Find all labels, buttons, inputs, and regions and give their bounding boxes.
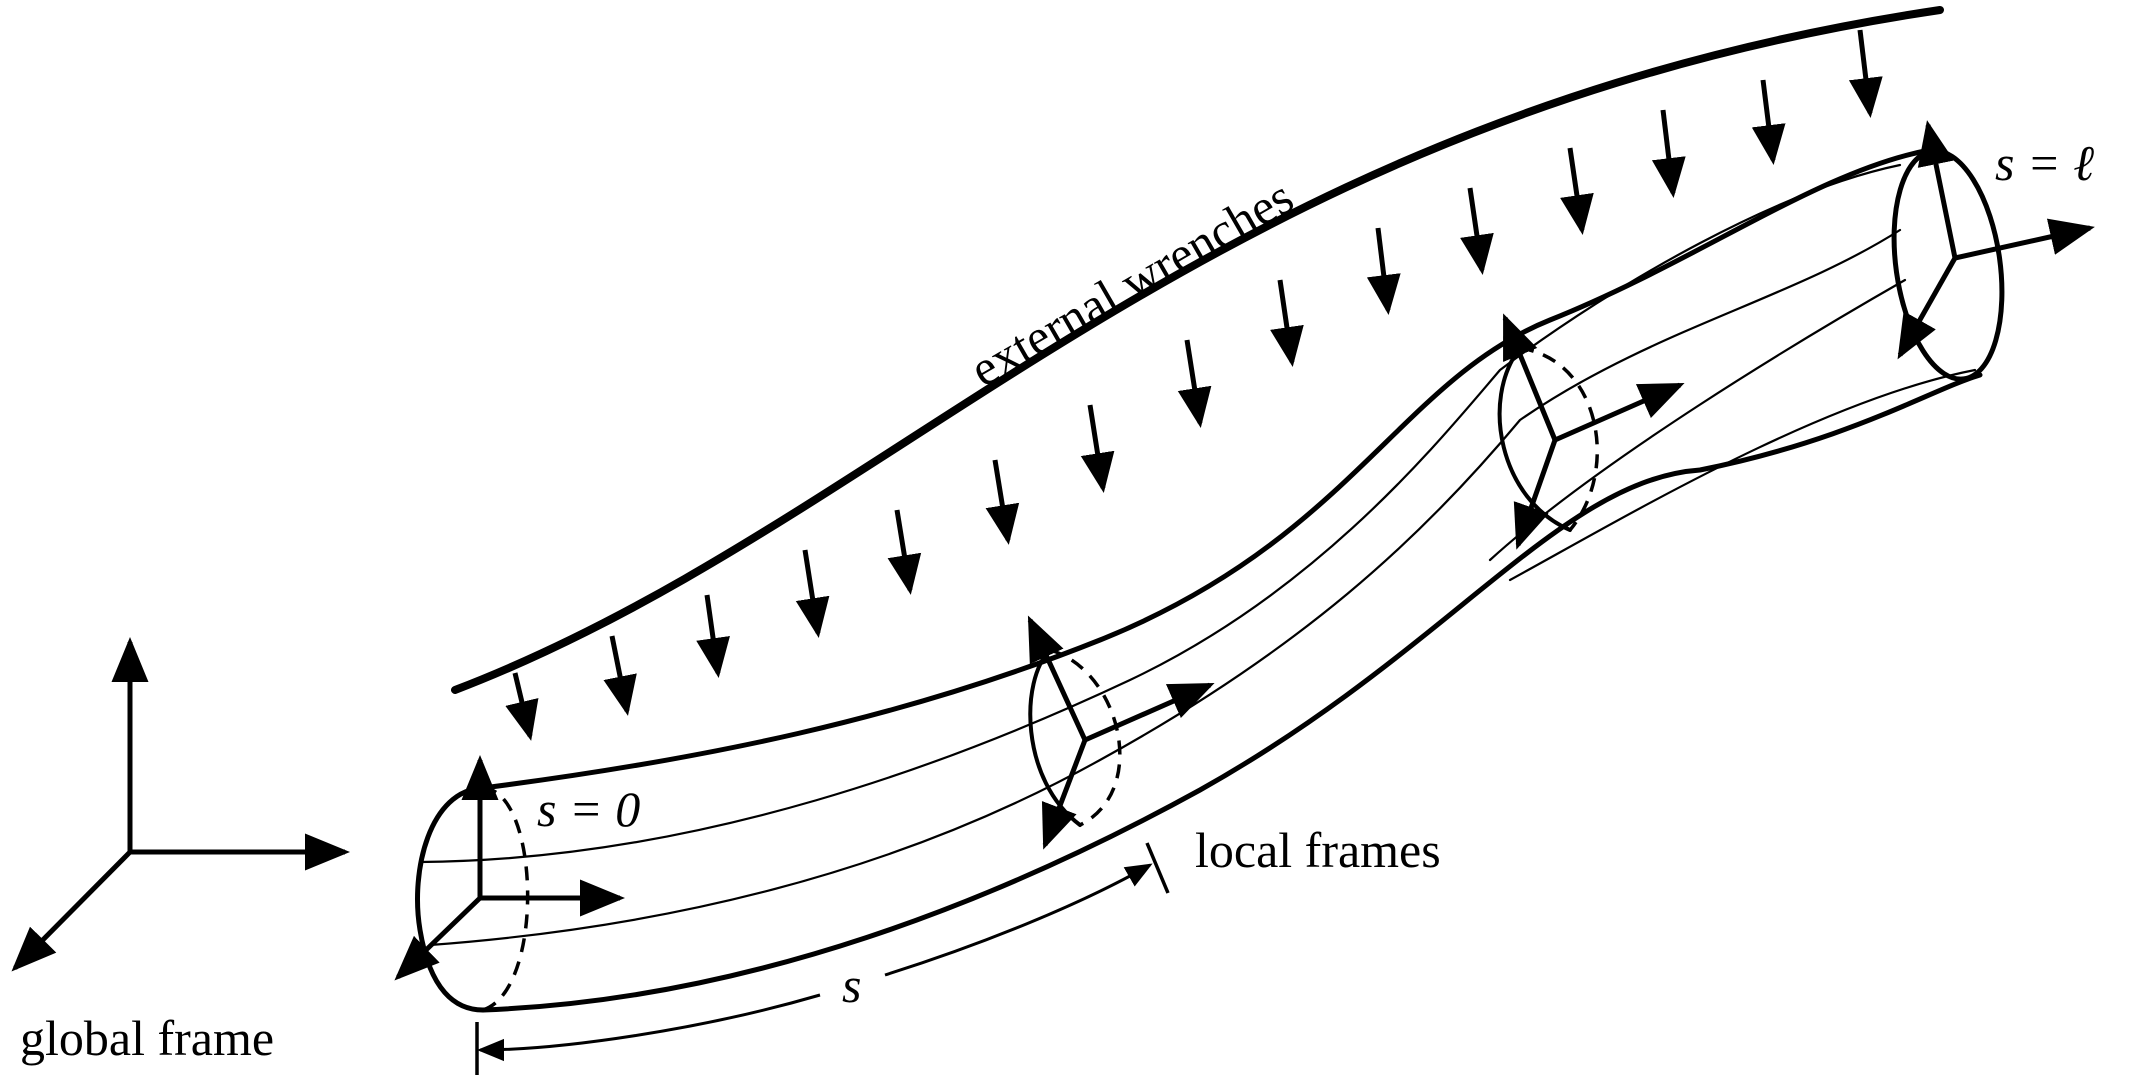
wrench-arrow <box>795 549 830 638</box>
frame-axis <box>1502 313 1558 441</box>
wrench-arrow <box>1080 404 1115 493</box>
wrench-arrow <box>1177 339 1212 428</box>
s-zero-label: s = 0 <box>537 781 640 837</box>
arc-length-indicator <box>475 842 1170 1075</box>
wrench-arrow <box>1848 29 1883 118</box>
wrench-arrow <box>1460 187 1494 275</box>
external-wrenches-label: external wrenches <box>961 168 1303 398</box>
local-frame-end <box>1897 120 2095 360</box>
wrench-arrow <box>1560 147 1594 235</box>
arc-length-label: s <box>842 957 861 1013</box>
local-frame-mid <box>1502 313 1685 550</box>
wrench-arrow <box>505 672 539 741</box>
global-frame-axes <box>11 637 350 972</box>
wrench-arrow <box>1366 227 1401 315</box>
mid-section-back <box>1519 346 1599 532</box>
s-end-label: s = ℓ <box>1995 135 2094 191</box>
rod-body <box>415 147 2005 1013</box>
wrench-arrow <box>1270 279 1304 367</box>
arc-arrow-right <box>884 863 1153 977</box>
frame-axis <box>1041 739 1088 850</box>
rod-top-edge <box>480 147 1933 791</box>
rod-fiber-line <box>418 163 1902 864</box>
frame-axis <box>1897 256 1958 360</box>
global-axis-y <box>11 850 132 972</box>
local-frame-mid <box>1027 615 1215 850</box>
wrench-arrow <box>1651 109 1686 198</box>
frame-axis <box>1083 682 1215 743</box>
arc-arrow-left <box>477 993 821 1062</box>
rod-bottom-edge <box>480 372 1983 1013</box>
wrench-arrow <box>1751 79 1786 165</box>
frame-axis <box>1513 439 1558 550</box>
frame-axis <box>1553 382 1685 443</box>
frame-axis <box>1917 120 1958 259</box>
mid-section-back <box>1049 648 1122 827</box>
global-frame-label: global frame <box>20 1010 274 1066</box>
wrench-arrows <box>505 29 1883 741</box>
wrench-arrow <box>696 594 730 678</box>
arc-end-tick <box>1145 842 1170 894</box>
frame-axis <box>1027 615 1088 742</box>
wrench-arrow <box>985 459 1020 545</box>
wrench-arrow <box>603 635 637 716</box>
rod-fiber-line <box>1508 368 1977 582</box>
start-cap-front <box>415 785 486 1013</box>
local-frame-start <box>394 755 625 981</box>
wrench-arrow <box>887 509 922 595</box>
frame-axis <box>394 896 482 981</box>
frame-axis <box>1954 218 2095 261</box>
rod-fiber-line <box>428 228 1902 947</box>
wrench-load-curve <box>451 6 1944 694</box>
local-frames-label: local frames <box>1195 822 1441 878</box>
start-cap-back <box>482 786 530 1012</box>
